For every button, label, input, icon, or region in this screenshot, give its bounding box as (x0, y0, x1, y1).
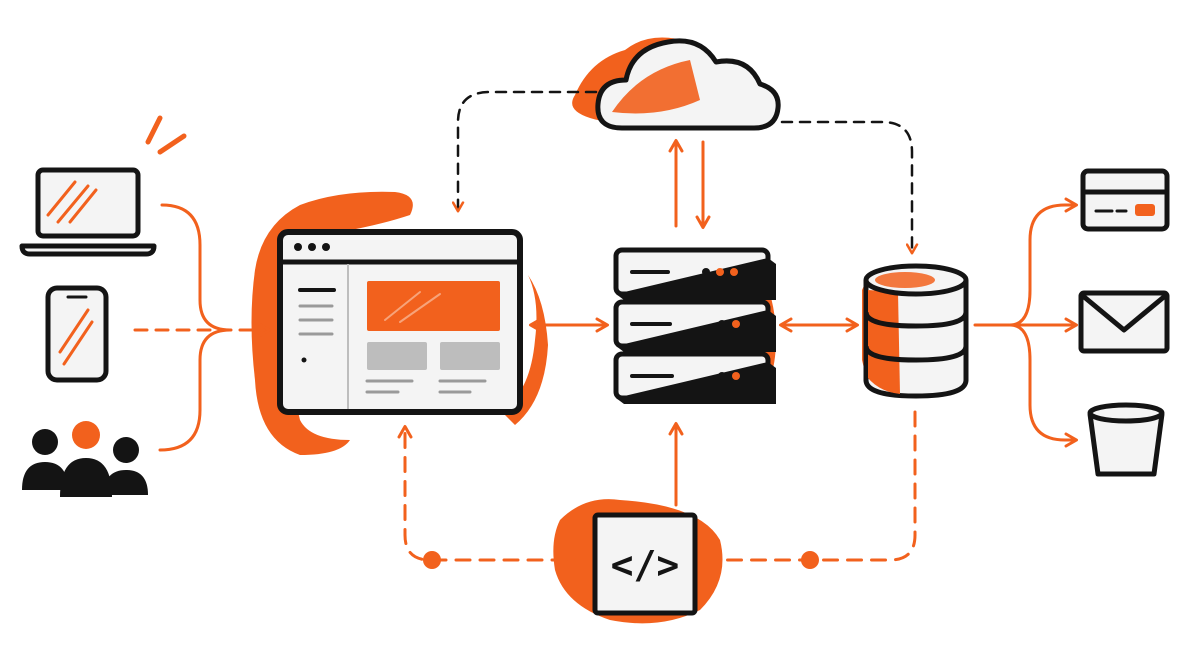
server-unit-middle (613, 299, 776, 352)
server-unit-bottom (613, 351, 776, 404)
attention-marks (145, 115, 187, 155)
connector-dot-left (423, 551, 441, 569)
server-rack-icon (613, 247, 776, 404)
laptop-to-webapp-line (160, 203, 232, 332)
users-to-webapp-line (158, 328, 232, 452)
web-app-splash-right (500, 275, 548, 425)
storage-bucket-icon (1087, 402, 1165, 477)
connector-dot-right (801, 551, 819, 569)
code-glyph: </> (611, 543, 680, 587)
envelope-icon (1078, 290, 1170, 354)
server-unit-top (613, 247, 776, 300)
code-icon: </> (592, 512, 698, 616)
cloud-icon (595, 38, 781, 131)
user-group-icon (22, 421, 148, 497)
database-icon (863, 263, 969, 399)
database-to-card-line (1008, 197, 1078, 327)
smartphone-icon (45, 285, 109, 383)
database-to-code-dashed (703, 410, 917, 562)
cloud-to-webapp-dashed (451, 90, 598, 213)
cloud-to-database-dashed (780, 120, 919, 255)
browser-window-icon (277, 229, 523, 415)
credit-card-icon (1080, 168, 1170, 232)
database-to-bucket-line (1008, 323, 1078, 448)
laptop-icon (19, 167, 157, 257)
connectors (133, 90, 1078, 562)
code-to-webapp-dashed (397, 425, 592, 562)
